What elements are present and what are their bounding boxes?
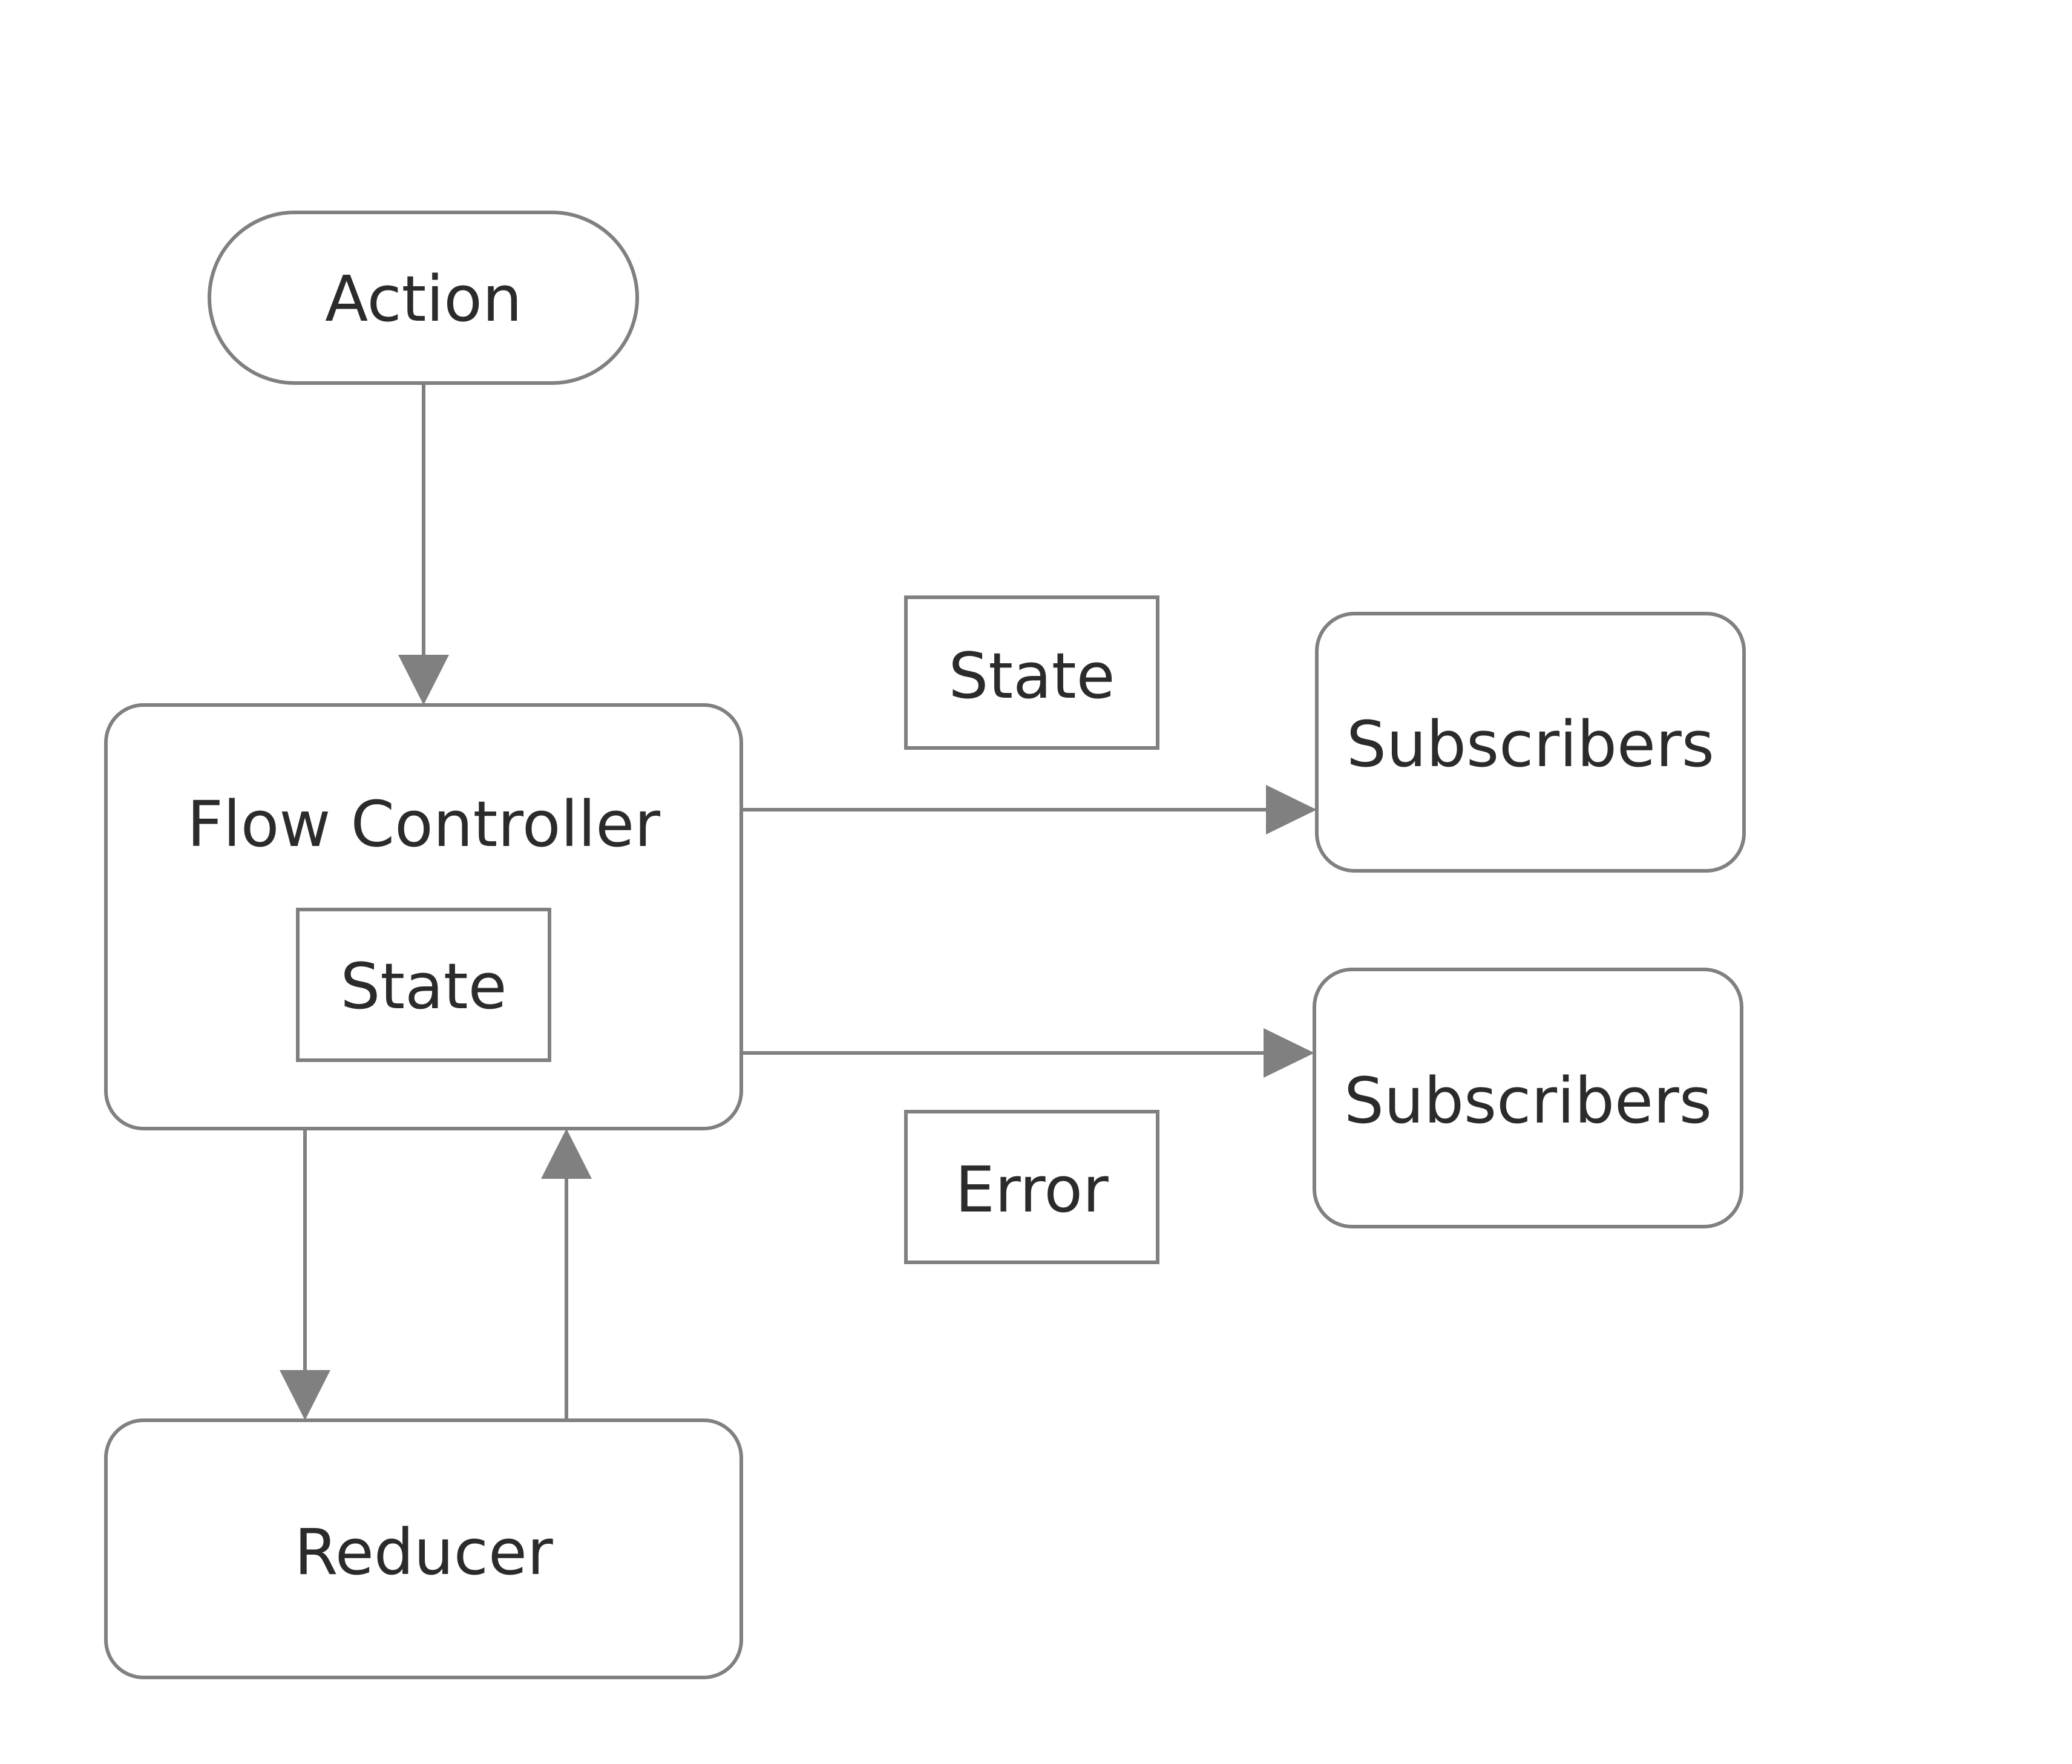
state-message-label: State [948,639,1115,713]
subscribers-bottom-node: Subscribers [1313,968,1743,1228]
edge-flow-controller-to-reducer [280,1129,330,1420]
arrowhead-right-icon [1264,1028,1314,1078]
arrowhead-right-icon [1266,785,1317,834]
edge-flow-controller-to-subscribers-bottom [741,1028,1314,1078]
subscribers-top-node: Subscribers [1315,612,1746,873]
edge-reducer-to-flow-controller [541,1129,592,1420]
subscribers-top-label: Subscribers [1346,707,1714,781]
inner-state-label: State [340,949,507,1023]
edge-action-to-flow-controller [398,383,449,705]
error-message-label: Error [955,1153,1109,1227]
arrowhead-up-icon [541,1129,592,1179]
arrowhead-down-icon [280,1370,330,1420]
action-label: Action [325,262,522,336]
subscribers-bottom-label: Subscribers [1344,1064,1712,1138]
arrowhead-down-icon [398,655,449,705]
action-node: Action [208,211,639,385]
inner-state-node: State [296,908,551,1062]
flow-controller-label: Flow Controller [187,787,660,861]
error-message-node: Error [904,1110,1159,1264]
reducer-node: Reducer [104,1418,743,1679]
reducer-label: Reducer [294,1515,553,1589]
state-message-node: State [904,595,1159,750]
edge-flow-controller-to-subscribers-top [741,785,1317,834]
